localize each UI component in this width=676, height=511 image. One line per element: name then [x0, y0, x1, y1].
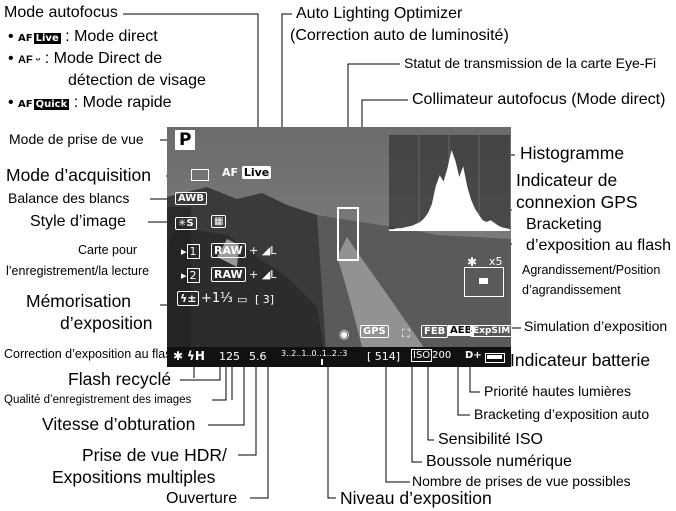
label-hdr-2: Expositions multiples	[52, 467, 216, 487]
label-af-direct: : Mode direct	[65, 28, 158, 45]
label-bracket-flash-1: Bracketing	[526, 216, 602, 233]
ae-lock-icon: ✱	[173, 349, 184, 363]
label-style-image: Style d’image	[30, 213, 127, 230]
label-af-face-1: : Mode Direct de	[44, 50, 163, 67]
max-burst: [ 3]	[255, 293, 275, 306]
label-collimateur: Collimateur autofocus (Mode direct)	[412, 91, 666, 108]
label-correction-flash: Correction d’exposition au flash	[4, 347, 179, 361]
af-point-frame	[337, 207, 359, 261]
shutter-speed: 125	[219, 350, 240, 363]
feb-icon: FEB	[421, 325, 449, 338]
label-gps-2: connexion GPS	[516, 192, 638, 212]
expsim-icon: ExpSIM	[470, 325, 511, 337]
label-memo-expo-1: Mémorisation	[26, 291, 132, 311]
card2-quality: RAW + ◢L	[211, 267, 276, 282]
label-af-face-2: détection de visage	[68, 72, 206, 89]
picture-style-icon: ✳S	[175, 217, 197, 230]
af-mode-indicator: AF Live	[222, 166, 272, 179]
card1-quality: RAW + ◢L	[211, 243, 276, 258]
label-qualite: Qualité d’enregistrement des images	[4, 394, 192, 406]
compass-icon: ⛶	[402, 327, 410, 340]
histogram-panel	[389, 135, 510, 231]
label-bracket-flash-2: d’exposition au flash	[526, 237, 671, 254]
shots-remaining: [ 514]	[367, 350, 401, 363]
awb-icon: AWB	[175, 192, 207, 205]
highlight-priority-icon: D+	[465, 350, 482, 361]
label-af-quick: : Mode rapide	[73, 94, 172, 111]
label-alo-1: Auto Lighting Optimizer	[296, 5, 463, 22]
magnify-star: ✱	[467, 255, 478, 269]
alo-icon: ▦	[211, 215, 227, 228]
shooting-mode-icon: P	[175, 130, 196, 150]
aperture-value: 5.6	[249, 350, 267, 363]
label-eyefi: Statut de transmission de la carte Eye-F…	[404, 55, 657, 71]
label-agrandissement-1: Agrandissement/Position	[522, 263, 661, 277]
label-nombre-prises: Nombre de prises de vue possibles	[412, 473, 631, 489]
label-priorite: Priorité hautes lumières	[484, 383, 632, 399]
drive-mode-icon	[191, 169, 209, 181]
label-carte-2: l’enregistrement/la lecture	[6, 264, 150, 278]
label-mode-acquisition: Mode d’acquisition	[6, 165, 151, 185]
label-balance-blancs: Balance des blancs	[8, 190, 130, 206]
battery-icon	[485, 353, 505, 363]
label-alo-2: (Correction auto de luminosité)	[290, 27, 509, 44]
label-niveau: Niveau d’exposition	[340, 488, 492, 508]
label-gps-1: Indicateur de	[516, 170, 618, 190]
af-face-line: • AF ᵕ : Mode Direct de	[8, 50, 163, 67]
label-mode-autofocus: Mode autofocus	[4, 4, 118, 21]
aeb-icon: AEB	[448, 325, 475, 336]
label-boussole: Boussole numérique	[426, 453, 572, 470]
label-memo-expo-2: d’exposition	[60, 313, 153, 333]
card2-icon: ▸2	[181, 268, 200, 283]
label-mode-prise-vue: Mode de prise de vue	[9, 131, 144, 147]
label-carte-1: Carte pour	[78, 243, 138, 257]
flash-ready-icon: ϟH	[187, 349, 205, 363]
label-histogramme: Histogramme	[520, 143, 625, 163]
exposure-scale: 3..2..1..0..1..2.:3	[281, 349, 348, 358]
magnify-frame	[464, 267, 504, 297]
af-live-badge: Live	[241, 166, 272, 179]
card1-icon: ▸1	[181, 244, 200, 259]
eyefi-icon: ◉	[339, 327, 350, 341]
af-face-icon: AF ᵕ	[18, 54, 41, 66]
label-iso: Sensibilité ISO	[438, 431, 543, 448]
exposure-level-marker	[321, 359, 323, 365]
flash-comp-icon: ϟ±	[177, 291, 200, 306]
info-bar	[167, 347, 511, 367]
label-vitesse: Vitesse d’obturation	[42, 414, 196, 434]
gps-icon: GPS	[360, 325, 389, 338]
label-bracket-auto: Bracketing d’exposition auto	[474, 406, 650, 422]
label-batterie: Indicateur batterie	[510, 350, 651, 370]
histogram-curve	[389, 150, 510, 231]
af-quick-icon: Quick	[33, 99, 70, 110]
label-ouverture: Ouverture	[166, 490, 238, 507]
label-agrandissement-2: d’agrandissement	[522, 283, 621, 297]
label-hdr-1: Prise de vue HDR/	[82, 445, 227, 465]
magnify-value: x5	[489, 255, 503, 268]
label-flash-recycle: Flash recyclé	[68, 369, 172, 389]
af-live-icon: Live	[33, 33, 61, 44]
camera-lcd-screen: P AF Live AWB ✳S ▦ ▸1 RAW + ◢L ▸2 RAW + …	[167, 127, 511, 367]
hdr-multi-icon: ▭	[237, 293, 248, 306]
label-simulation: Simulation d’exposition	[524, 318, 668, 334]
exposure-comp-value: +1⅓	[201, 291, 233, 306]
